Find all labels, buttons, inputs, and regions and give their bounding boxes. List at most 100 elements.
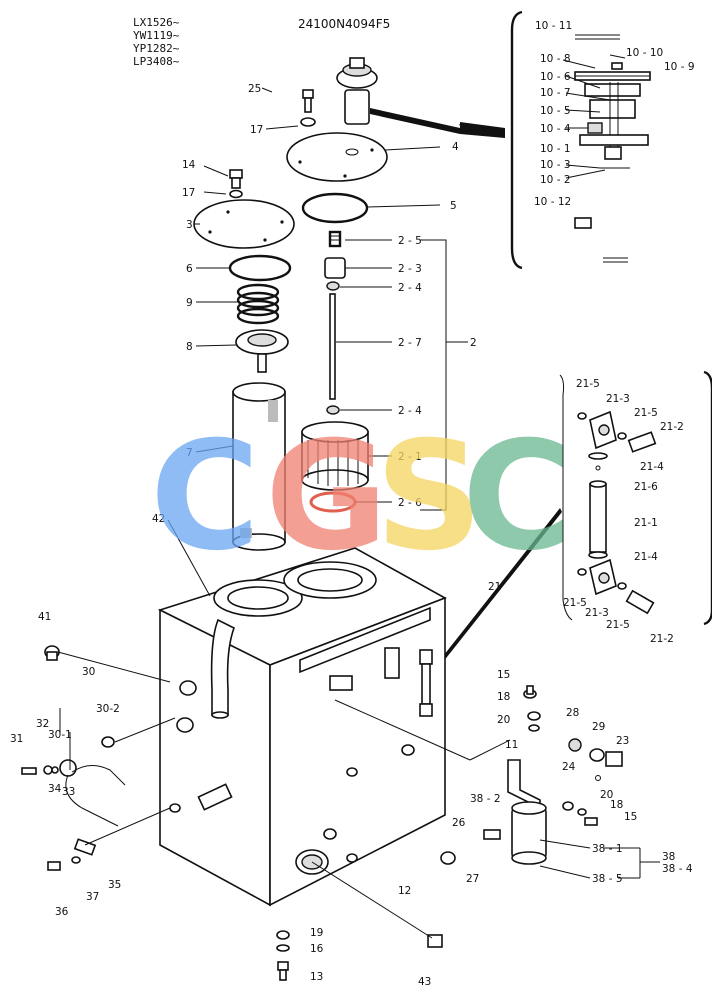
breather-assembly	[336, 57, 505, 138]
part-code: 24100N4094F5	[298, 17, 390, 31]
callout-20: 20	[600, 789, 613, 801]
callout-33: 33	[62, 786, 75, 798]
callout-21-2: 21-2	[660, 421, 684, 433]
callout-12: 12	[398, 885, 411, 897]
callout-21-2: 21-2	[650, 633, 674, 645]
callout-18: 18	[497, 691, 510, 703]
callout-2-4: 2 - 4	[398, 282, 422, 294]
callout-26: 26	[452, 817, 466, 829]
callout-10-12: 10 - 12	[534, 196, 571, 208]
bolt-13	[276, 930, 290, 981]
callout-24: 24	[562, 761, 576, 773]
bolt-25	[300, 89, 316, 127]
callout-10: 10	[458, 123, 471, 135]
callout-11: 11	[505, 739, 518, 751]
callout-19: 19	[310, 927, 323, 939]
spring-9	[236, 283, 280, 325]
valve-8	[235, 329, 289, 373]
callout-37: 37	[86, 891, 99, 903]
callout-35: 35	[108, 879, 121, 891]
callout-28: 28	[566, 707, 579, 719]
callout-10-5: 10 - 5	[540, 105, 571, 117]
callout-32: 32	[36, 718, 49, 730]
callout-3: 3	[186, 219, 193, 231]
callout-21-3: 21-3	[606, 393, 630, 405]
level-gauge-21	[419, 649, 433, 717]
callout-30: 30	[82, 666, 95, 678]
callout-42: 42	[152, 513, 165, 525]
filter-assembly-38	[440, 685, 623, 865]
callout-9: 9	[186, 297, 193, 309]
callout-30-2: 30-2	[96, 703, 120, 715]
callout-2-5: 2 - 5	[398, 235, 422, 247]
level-gauge-detail	[577, 410, 657, 615]
model-code: LX1526~	[133, 16, 180, 29]
bolt-14	[229, 169, 243, 199]
callout-21-5: 21-5	[576, 378, 600, 390]
callout-21-4: 21-4	[634, 551, 658, 563]
callout-13: 13	[310, 971, 323, 983]
callout-labels: 25 17 14 17 3 6 9 8 7 42 4 5 10 2 2 - 5 …	[10, 20, 695, 988]
model-code: YP1282~	[133, 42, 180, 55]
callout-38-5: 38 - 5	[592, 873, 623, 885]
filter-stack-2	[324, 230, 346, 415]
watermark-letter: G	[265, 410, 388, 584]
callout-10-3: 10 - 3	[540, 159, 571, 171]
callout-6: 6	[186, 263, 193, 275]
callout-10-1: 10 - 1	[540, 143, 571, 155]
callout-2-1: 2 - 1	[398, 451, 422, 463]
callout-38: 38	[662, 851, 675, 863]
tank-cover-4	[286, 132, 388, 182]
callout-21-5: 21-5	[634, 407, 658, 419]
callout-16: 16	[310, 943, 324, 955]
callout-34: 34	[48, 783, 62, 795]
callout-15: 15	[497, 669, 510, 681]
leader-lines	[59, 87, 660, 879]
callout-10-2: 10 - 2	[540, 174, 571, 186]
callout-10-4: 10 - 4	[540, 123, 571, 135]
callout-41: 41	[38, 611, 51, 623]
callout-20: 20	[497, 714, 510, 726]
callout-21-1: 21-1	[634, 517, 658, 529]
inset-bracket-21	[703, 370, 712, 626]
suction-filter-7	[232, 382, 286, 551]
callout-21-4: 21-4	[640, 461, 664, 473]
callout-2-4: 2 - 4	[398, 405, 422, 417]
callout-14: 14	[182, 159, 196, 171]
callout-30-1: 30-1	[48, 729, 72, 741]
callout-10-10: 10 - 10	[626, 47, 663, 59]
model-code: YW1119~	[133, 29, 180, 42]
callout-2-3: 2 - 3	[398, 263, 422, 275]
callout-2-7: 2 - 7	[398, 337, 422, 349]
o-ring-6	[228, 254, 292, 282]
callout-23: 23	[616, 735, 629, 747]
callout-21-5: 21-5	[563, 597, 587, 609]
callout-7: 7	[186, 447, 193, 459]
model-code: LP3408~	[133, 55, 180, 68]
cover-3	[193, 199, 295, 249]
header: LX1526~ YW1119~ YP1282~ LP3408~ 24100N40…	[133, 16, 390, 68]
callout-27: 27	[466, 873, 479, 885]
callout-15: 15	[624, 811, 637, 823]
callout-10-8: 10 - 8	[540, 53, 571, 65]
leaders-10	[562, 59, 611, 179]
callout-31: 31	[10, 733, 23, 745]
callout-2-6: 2 - 6	[398, 497, 422, 509]
breather-detail	[574, 34, 651, 263]
packing-5	[301, 192, 369, 224]
watermark-letter: C	[150, 410, 260, 584]
inset-bracket-10	[510, 10, 523, 270]
callout-17: 17	[182, 187, 195, 199]
callout-2: 2	[470, 337, 477, 349]
callout-18: 18	[610, 799, 623, 811]
callout-38-1: 38 - 1	[592, 843, 623, 855]
callout-21-3: 21-3	[585, 607, 609, 619]
callout-17: 17	[250, 124, 263, 136]
callout-21: 21	[488, 581, 501, 593]
callout-10-9: 10 - 9	[664, 61, 695, 73]
callout-38-4: 38 - 4	[662, 863, 693, 875]
callout-21-5: 21-5	[606, 619, 630, 631]
callout-38-2: 38 - 2	[470, 793, 501, 805]
watermark-letter: C	[462, 410, 572, 584]
